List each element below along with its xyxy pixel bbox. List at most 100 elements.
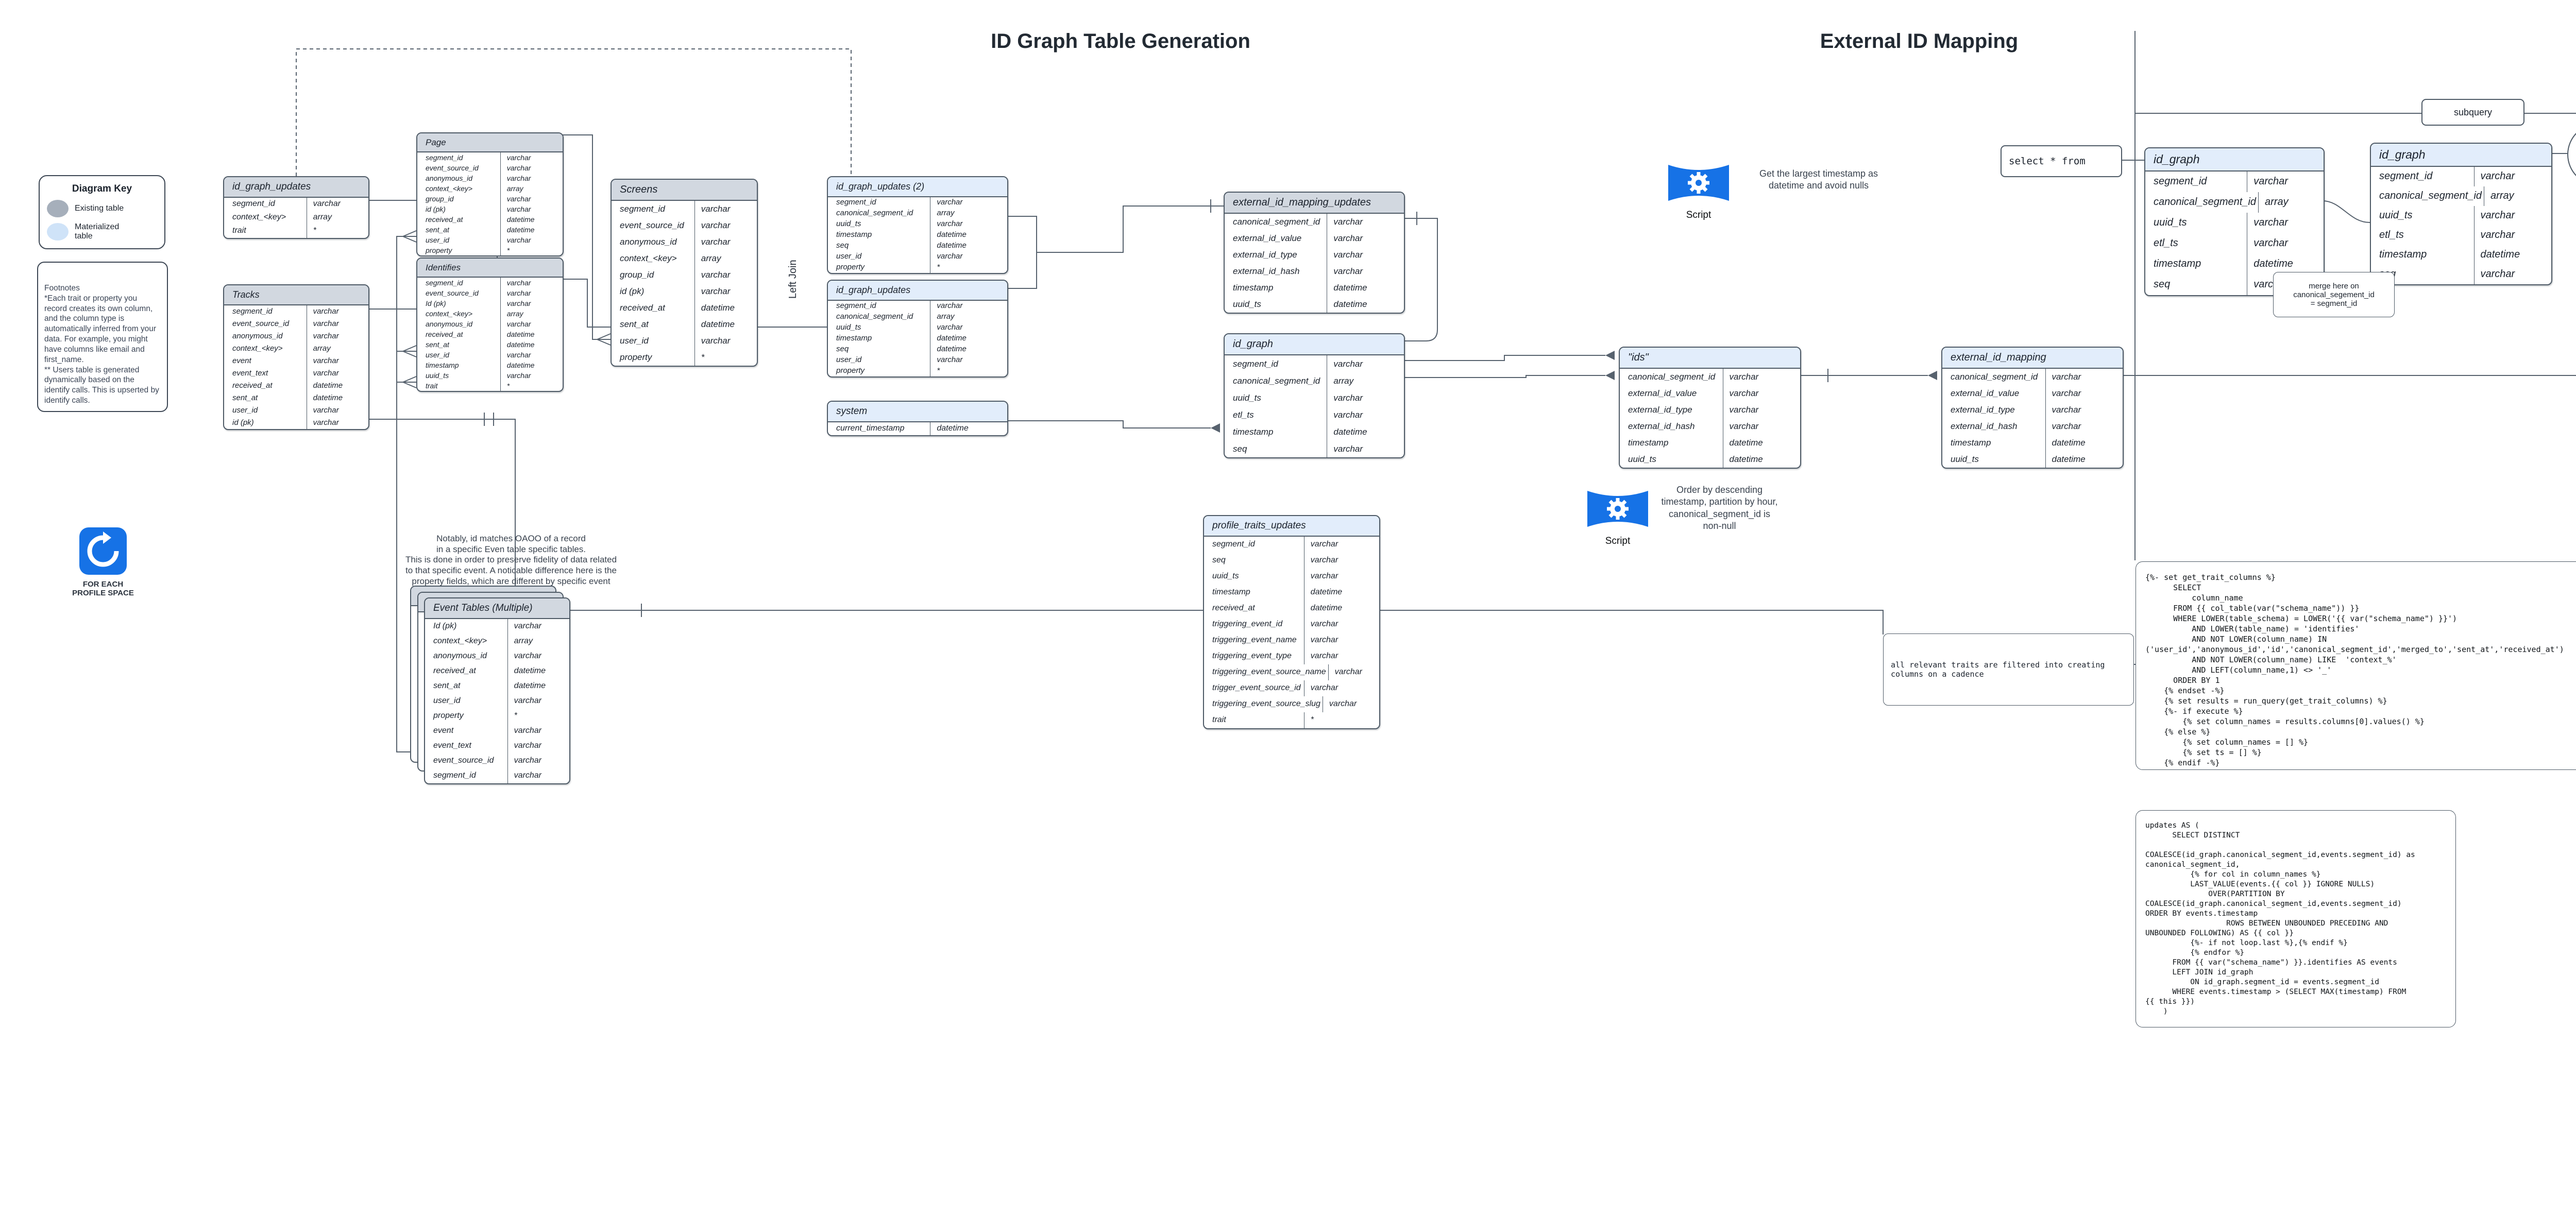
note-script-1: Get the largest timestamp as datetime an… <box>1759 168 1878 191</box>
script-shape-2[interactable]: Script <box>1586 486 1650 547</box>
script-shape-1[interactable]: Script <box>1667 160 1731 221</box>
table-title: profile_traits_updates <box>1204 516 1379 537</box>
table-row: context_<key>array <box>417 308 563 319</box>
table-row: property* <box>425 708 569 724</box>
table-title: Screens <box>612 180 757 201</box>
materialized-table-swatch <box>47 223 69 241</box>
table-row: property* <box>828 365 1007 376</box>
footnotes[interactable]: Footnotes *Each trait or property you re… <box>37 262 168 412</box>
select-from-label[interactable]: select * from <box>2001 145 2122 177</box>
for-each-profile-space[interactable]: FOR EACH PROFILE SPACE <box>49 526 157 597</box>
key-item-existing: Existing table <box>47 200 157 217</box>
table-row: context_<key>array <box>612 250 757 267</box>
table-title: Page <box>417 133 563 153</box>
table-title: system <box>828 402 1007 422</box>
table-row: trait* <box>224 224 368 238</box>
table-row: id (pk)varchar <box>224 416 368 429</box>
code-block-updates[interactable]: updates AS ( SELECT DISTINCT COALESCE(id… <box>2136 810 2456 1027</box>
table-title: id_graph <box>2371 144 2551 167</box>
subquery-label[interactable]: subquery <box>2421 99 2524 126</box>
table-title: id_graph_updates <box>828 281 1007 301</box>
code-text: {%- set get_trait_columns %} SELECT colu… <box>2145 573 2564 767</box>
note-traits-filtered[interactable]: all relevant traits are filtered into cr… <box>1883 633 2134 706</box>
script-label: Script <box>1686 210 1711 220</box>
table-row: context_<key>array <box>224 211 368 225</box>
diagram-key-title: Diagram Key <box>72 183 132 194</box>
left-join-vertical-label: Left Join <box>787 260 799 299</box>
table-row: context_<key>array <box>417 183 563 194</box>
code-text: updates AS ( SELECT DISTINCT COALESCE(id… <box>2145 821 2415 1016</box>
diagram-key[interactable]: Diagram Key Existing table Materialized … <box>39 175 165 249</box>
script-icon <box>1587 491 1648 527</box>
note-merge-here[interactable]: merge here on canonical_segement_id = se… <box>2273 272 2395 317</box>
code-block-get-trait-columns[interactable]: {%- set get_trait_columns %} SELECT colu… <box>2136 561 2576 770</box>
table-row: context_<key>array <box>425 633 569 649</box>
table-title: Tracks <box>224 285 368 305</box>
script-icon <box>1668 165 1729 201</box>
table-title: id_graph <box>2145 148 2324 172</box>
